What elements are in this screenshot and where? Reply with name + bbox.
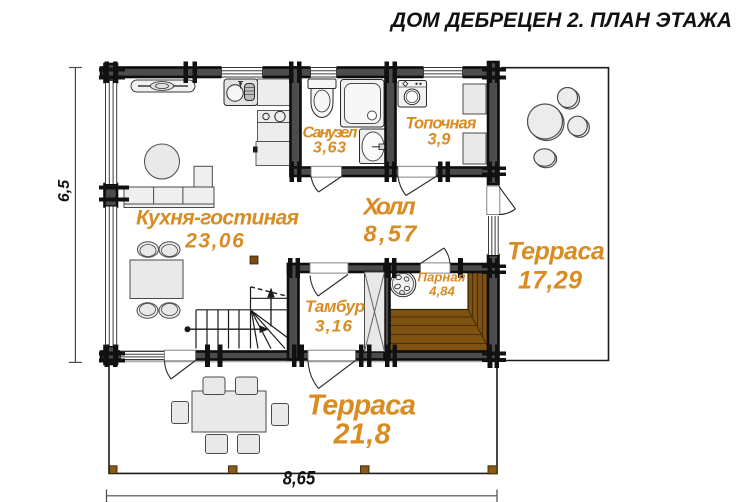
- svg-text:Тамбур: Тамбур: [305, 297, 365, 316]
- svg-text:4,84: 4,84: [428, 284, 455, 299]
- svg-text:Кухня-гостиная: Кухня-гостиная: [136, 207, 299, 230]
- svg-text:Топочная: Топочная: [406, 115, 477, 133]
- svg-text:6,5: 6,5: [56, 179, 73, 202]
- svg-text:3,63: 3,63: [313, 140, 346, 157]
- svg-text:ДОМ ДЕБРЕЦЕН 2. ПЛАН ЭТАЖА: ДОМ ДЕБРЕЦЕН 2. ПЛАН ЭТАЖА: [389, 9, 732, 32]
- svg-text:Парная: Парная: [418, 270, 466, 285]
- svg-text:8,65: 8,65: [283, 468, 316, 490]
- svg-text:Терраса: Терраса: [307, 390, 416, 422]
- svg-text:Холл: Холл: [361, 194, 416, 221]
- svg-text:3,9: 3,9: [428, 131, 452, 149]
- svg-text:3,16: 3,16: [315, 317, 353, 336]
- svg-text:Санузел: Санузел: [303, 125, 358, 142]
- svg-text:8,57: 8,57: [364, 221, 418, 247]
- svg-text:Терраса: Терраса: [507, 238, 605, 266]
- svg-text:17,29: 17,29: [518, 267, 582, 295]
- svg-text:21,8: 21,8: [333, 419, 391, 451]
- svg-text:23,06: 23,06: [184, 230, 244, 253]
